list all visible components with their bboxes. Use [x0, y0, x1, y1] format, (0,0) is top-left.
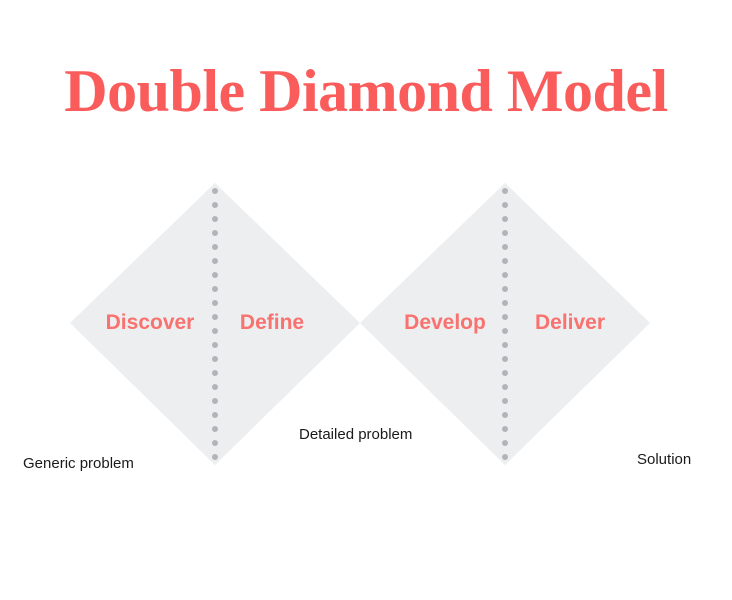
diamond-discover-define [70, 183, 360, 465]
phase-label-develop: Develop [404, 311, 486, 334]
diamond-develop-deliver [360, 183, 650, 465]
page-title: Double Diamond Model [64, 58, 668, 124]
phase-label-discover: Discover [105, 311, 195, 334]
caption-detailed-problem: Detailed problem [299, 426, 413, 443]
divider-dotted-line-left [212, 188, 218, 460]
caption-generic-problem: Generic problem [23, 455, 134, 472]
divider-dotted-line-right [502, 188, 508, 460]
phase-label-deliver: Deliver [534, 311, 606, 334]
phase-label-define: Define [239, 311, 305, 334]
caption-solution: Solution [637, 451, 692, 468]
